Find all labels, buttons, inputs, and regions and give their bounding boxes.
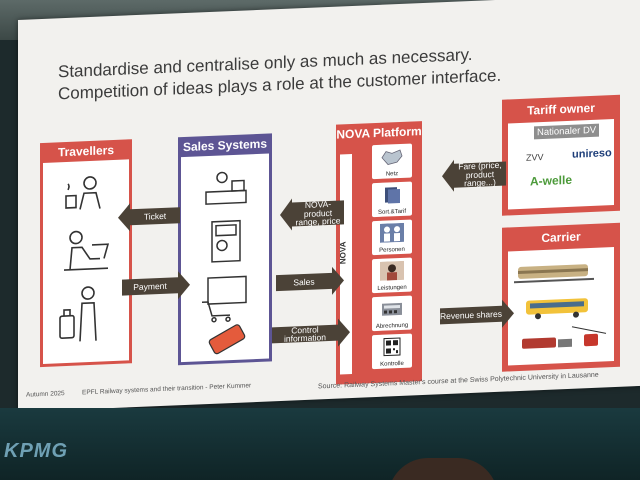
nova-tile-netz: Netz — [372, 143, 412, 180]
logo-zvv: ZVV — [526, 151, 544, 163]
nova-tile-sort-tarif: Sort.&Tarif — [372, 181, 412, 218]
counter-icon — [205, 171, 247, 205]
smartphone-icon — [208, 324, 246, 355]
coffee-person-icon — [65, 176, 101, 210]
nova-tile-kontrolle: Kontrolle — [372, 333, 412, 370]
nova-product-arrow: NOVA-product range, price — [292, 199, 344, 228]
nova-tile-abrechnung: Abrechnung — [372, 295, 412, 332]
train-icon — [514, 264, 594, 284]
footer-course: EPFL Railway systems and their transitio… — [82, 382, 252, 397]
laptop-person-icon — [64, 230, 110, 271]
qr-code-icon — [383, 337, 401, 357]
bus-icon — [526, 298, 588, 320]
cable-car-icon — [571, 326, 607, 347]
calculator-icon — [382, 302, 402, 316]
room-lower-area — [0, 408, 640, 480]
footer-date: Autumn 2025 — [26, 390, 65, 399]
document-stack-icon — [385, 187, 400, 204]
sales-arrow: Sales — [276, 272, 332, 292]
ticket-machine-icon — [211, 219, 241, 263]
logo-unireso: unireso — [572, 147, 612, 161]
webshop-icon — [202, 275, 247, 323]
travellers-heading: Travellers — [40, 139, 132, 164]
service-person-icon — [380, 260, 404, 281]
sales-systems-heading: Sales Systems — [178, 133, 272, 158]
payment-arrow: Payment — [122, 277, 178, 296]
audience-head — [388, 458, 498, 480]
sales-channel-icons — [202, 171, 247, 355]
mountain-train-icon — [522, 337, 572, 349]
ticket-arrow: Ticket — [130, 207, 180, 226]
traveller-icons — [59, 176, 110, 342]
nova-tile-leistungen: Leistungen — [372, 257, 412, 294]
luggage-person-icon — [59, 286, 97, 342]
control-information-arrow: Control information — [272, 324, 338, 344]
nova-tile-personen: Personen — [372, 219, 412, 256]
logo-a-welle: A-welle — [530, 172, 573, 189]
people-icon — [380, 222, 404, 243]
kpmg-logo: KPMG — [4, 440, 68, 462]
revenue-shares-arrow: Revenue shares — [440, 305, 502, 325]
fare-arrow: Fare (price, product range...) — [454, 160, 506, 189]
swiss-map-icon — [381, 149, 403, 165]
logo-nationaler-dv: Nationaler DV — [534, 123, 600, 140]
slide: Standardise and centralise only as much … — [18, 0, 638, 410]
carrier-vehicle-icons — [514, 264, 607, 349]
